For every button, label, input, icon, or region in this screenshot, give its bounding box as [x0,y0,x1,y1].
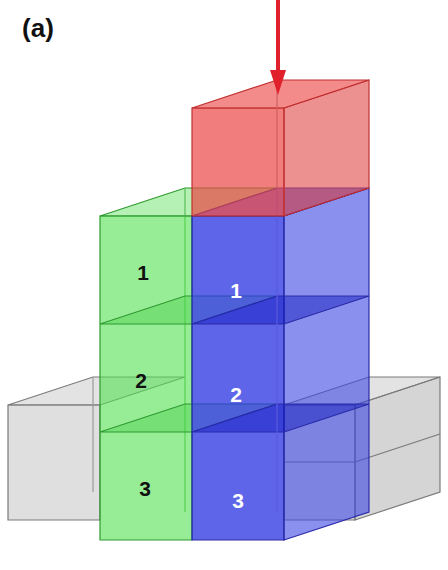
callout-number: 2 [230,384,242,405]
blue-layer [192,404,369,432]
callout-number: 2 [135,370,147,391]
load-arrowhead [270,70,286,95]
load-arrow [276,0,280,74]
red-cube [192,80,369,216]
callout-number: 3 [139,478,151,499]
red-front [192,108,284,216]
blue-front [192,216,284,540]
panel-label: (a) [22,15,54,41]
callout-number: 1 [137,262,149,283]
callout-number: 1 [230,280,242,301]
callout-number: 3 [232,490,244,511]
left-slab-front [8,405,100,520]
left-slab-hidden-edge [92,377,93,492]
blue-column [192,188,369,540]
blue-layer [192,296,369,324]
blue-side [284,188,369,540]
red-hidden-edge [276,80,277,188]
green-front [100,216,192,540]
blue-hidden-edge [276,188,277,512]
